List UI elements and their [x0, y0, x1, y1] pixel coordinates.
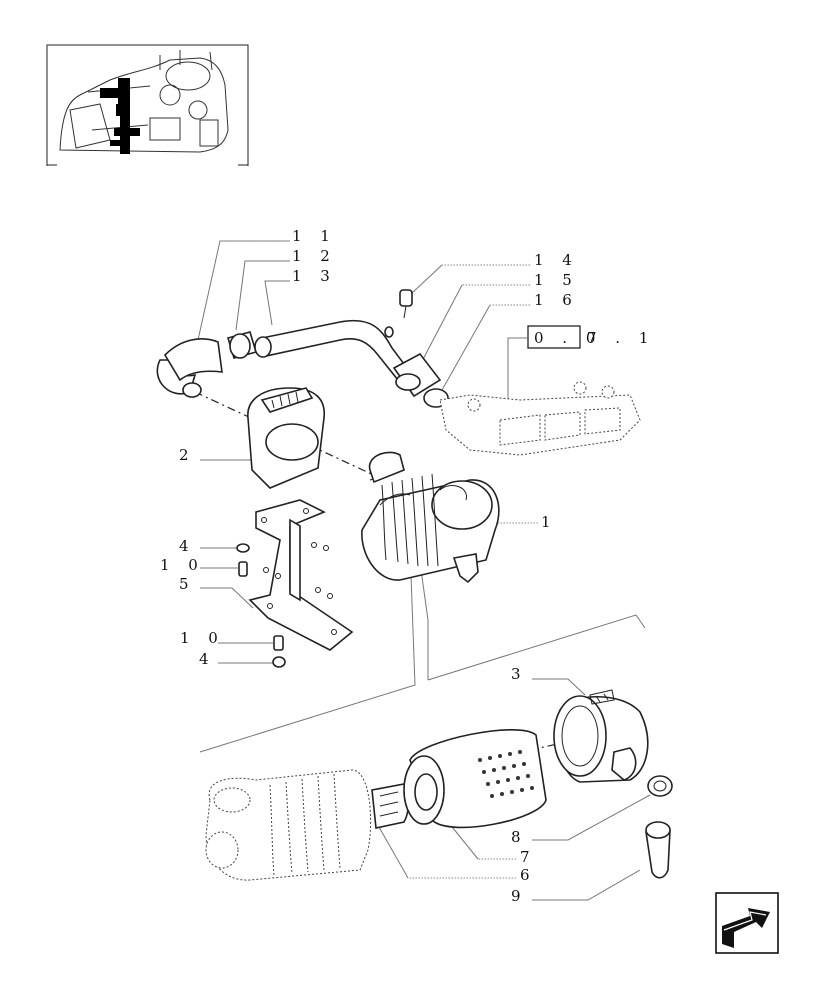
callout-13: 1 3 [292, 267, 337, 285]
reference-boxed: 0 . 0 [534, 329, 602, 347]
mounting-band-part-2 [247, 387, 325, 489]
engine-location-thumbnail [46, 44, 249, 166]
callout-7: 7 [520, 848, 537, 866]
callout-10-upper: 1 0 [160, 556, 205, 574]
callout-9: 9 [511, 887, 528, 905]
callout-5: 5 [179, 575, 196, 593]
sensor-part-14 [399, 289, 413, 319]
valve-part-8 [647, 775, 673, 797]
callout-12: 1 2 [292, 247, 337, 265]
callout-6: 6 [520, 866, 537, 884]
screw-part-10-lower [273, 635, 284, 651]
callout-4-upper: 4 [179, 537, 196, 555]
callout-1: 1 [541, 513, 558, 531]
washer-part-4-upper [236, 543, 250, 553]
callout-14: 1 4 [534, 251, 579, 269]
washer-part-4-lower [272, 656, 286, 668]
callout-16: 1 6 [534, 291, 579, 309]
callout-15: 1 5 [534, 271, 579, 289]
screw-part-10-upper [238, 561, 248, 577]
connector-parts-15-16 [392, 352, 449, 408]
callout-2: 2 [179, 446, 196, 464]
filter-cover-part-3 [553, 689, 649, 783]
callout-4-lower: 4 [199, 650, 216, 668]
filter-element-part-7 [403, 728, 547, 829]
intake-manifold [439, 381, 641, 456]
valve-part-9 [645, 821, 671, 879]
callout-11: 1 1 [292, 227, 337, 245]
reference-code: 0 . 0 7 . 1 [527, 325, 655, 349]
callout-10-lower: 1 0 [180, 629, 225, 647]
reference-suffix: 7 . 1 [587, 329, 655, 347]
callout-3: 3 [511, 665, 528, 683]
previous-page-arrow-icon[interactable] [715, 892, 779, 954]
intake-hose-assembly [156, 319, 412, 398]
leader-lines [197, 240, 651, 901]
bracket-part-5 [248, 499, 354, 651]
air-filter-part-1 [361, 451, 500, 584]
callout-8: 8 [511, 828, 528, 846]
filter-housing-part-6 [205, 769, 410, 881]
